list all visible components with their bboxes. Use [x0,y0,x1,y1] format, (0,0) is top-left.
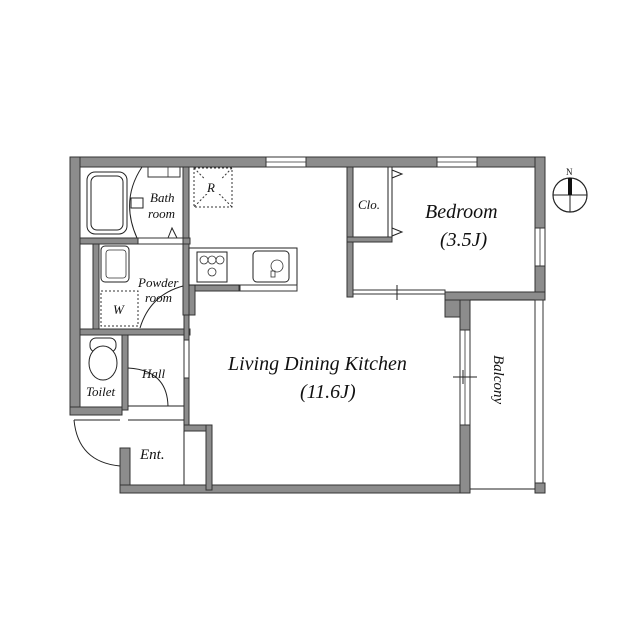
refrigerator-space: R [193,167,233,208]
washbasin-icon [100,245,130,283]
powder-label-1: Powder [137,275,179,290]
powder-label-2: room [145,290,172,305]
windows [147,156,546,426]
powder-room: W Powder room [100,245,184,329]
toilet-label: Toilet [86,384,116,399]
bedroom-door[interactable] [352,285,446,300]
north-compass-icon: N [552,167,588,213]
ldk-label: Living Dining Kitchen [227,353,407,375]
closet: Clo. [358,167,404,237]
balcony: Balcony [470,299,544,490]
kitchen-counter [188,247,298,292]
north-label: N [566,167,573,177]
bedroom-label: Bedroom [425,201,498,223]
balcony-label: Balcony [490,355,506,404]
entrance-label: Ent. [139,447,165,463]
washer-label: W [113,302,125,317]
stove-icon [196,251,228,283]
hall: Hall [127,339,190,421]
hall-label: Hall [141,366,166,381]
entrance[interactable]: Ent. [73,419,185,485]
bathroom: Bath room [86,166,184,245]
refrigerator-label: R [206,180,215,195]
bath-label-1: Bath [150,190,175,205]
toilet: Toilet [86,337,118,399]
ldk-size: (11.6J) [300,381,356,403]
bath-label-2: room [148,206,175,221]
bedroom-size: (3.5J) [440,229,488,251]
closet-label: Clo. [358,197,380,212]
